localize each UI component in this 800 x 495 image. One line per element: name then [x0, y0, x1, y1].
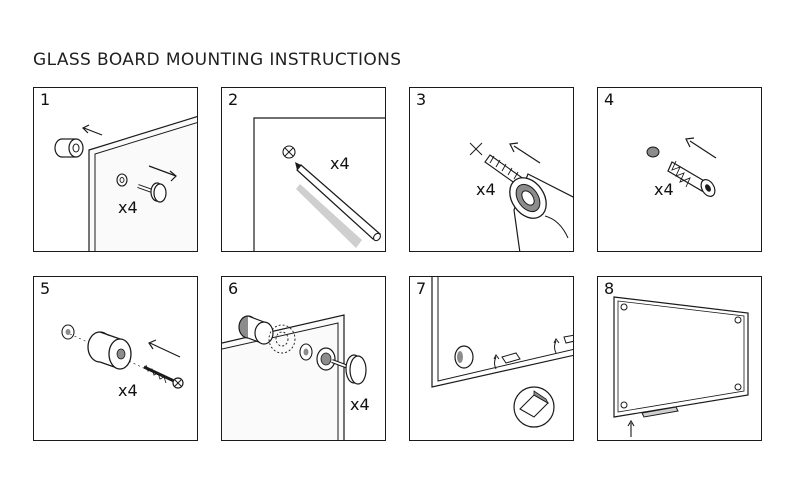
step-2-number: 2 [228, 90, 239, 109]
step-8-number: 8 [604, 279, 615, 298]
step-1-illustration [54, 115, 197, 251]
step-7-illustration [431, 277, 573, 428]
standoff-icon [734, 383, 742, 391]
pencil-icon [295, 162, 381, 248]
step-3-illustration [469, 142, 573, 251]
step-3-panel: 3 x4 [409, 87, 574, 252]
wall-anchor-icon [667, 160, 716, 197]
step-4-quantity: x4 [654, 180, 674, 199]
step-7-panel: 7 [409, 276, 574, 441]
marker-tray-icon [641, 406, 679, 418]
hole-icon [646, 146, 660, 158]
standoff-icon [620, 401, 628, 409]
bolt-icon [137, 182, 167, 203]
page-title: GLASS BOARD MOUNTING INSTRUCTIONS [33, 50, 402, 70]
step-1-number: 1 [40, 90, 51, 109]
step-2-quantity: x4 [330, 154, 350, 173]
step-2-illustration [253, 117, 385, 251]
step-7-number: 7 [416, 279, 427, 298]
standoff-barrel-icon [87, 331, 132, 370]
drill-icon [509, 173, 573, 251]
standoff-icon [620, 303, 628, 311]
step-6-panel: 6 x4 [221, 276, 386, 441]
step-5-panel: 5 x4 [33, 276, 198, 441]
step-6-illustration [222, 314, 367, 440]
step-4-panel: 4 x4 [597, 87, 762, 252]
step-6-number: 6 [228, 279, 239, 298]
step-5-illustration [61, 324, 184, 389]
tray-clip-icon [501, 334, 573, 364]
standoff-cap-icon [238, 315, 274, 345]
step-2-panel: 2 x4 [221, 87, 386, 252]
step-5-number: 5 [40, 279, 51, 298]
step-4-illustration [646, 137, 717, 197]
screw-icon [143, 364, 184, 389]
step-3-quantity: x4 [476, 180, 496, 199]
step-8-panel: 8 [597, 276, 762, 441]
mark-icon [282, 145, 296, 159]
standoff-cap-icon [54, 138, 84, 158]
step-1-quantity: x4 [118, 198, 138, 217]
step-8-illustration [613, 296, 749, 437]
step-4-number: 4 [604, 90, 615, 109]
glass-board-icon [613, 296, 749, 418]
standoff-icon [734, 316, 742, 324]
step-1-panel: 1 x4 [33, 87, 198, 252]
step-3-number: 3 [416, 90, 427, 109]
step-5-quantity: x4 [118, 381, 138, 400]
bolt-icon [316, 347, 367, 385]
washer-icon [116, 173, 128, 187]
step-6-quantity: x4 [350, 395, 370, 414]
